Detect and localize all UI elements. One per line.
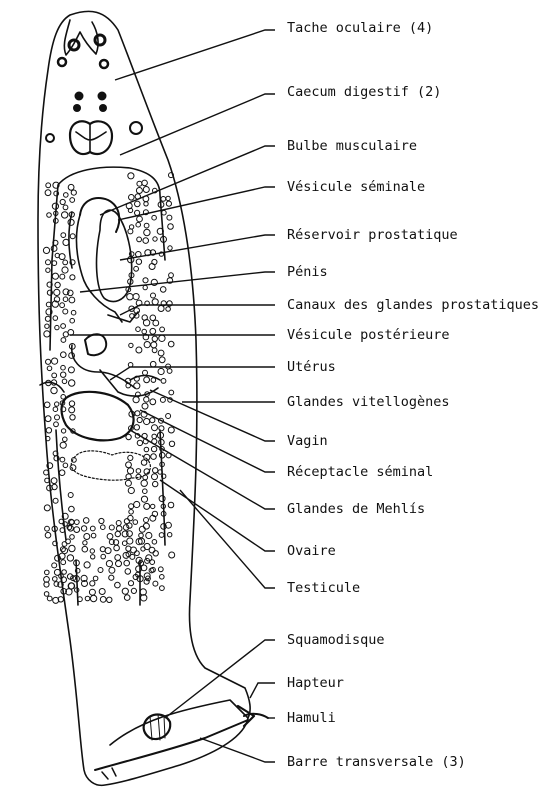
label-vesicule-seminale: Vésicule séminale [287, 179, 425, 195]
vitelline-follicles [43, 173, 174, 604]
label-ovaire: Ovaire [287, 543, 336, 559]
label-vesicule-posterieure: Vésicule postérieure [287, 327, 450, 343]
label-receptacle-seminal: Réceptacle séminal [287, 464, 433, 480]
label-hapteur: Hapteur [287, 675, 344, 691]
label-glandes-de-mehlis: Glandes de Mehlís [287, 501, 425, 517]
head-structure [64, 20, 98, 55]
label-canaux-glandes-prostatiques: Canaux des glandes prostatiques [287, 297, 539, 313]
testis [71, 451, 150, 480]
posterior-vesicle [85, 334, 106, 355]
eye-spots [73, 92, 107, 113]
label-penis: Pénis [287, 264, 328, 280]
label-squamodisque: Squamodisque [287, 632, 385, 648]
label-barre-transversale: Barre transversale (3) [287, 754, 466, 770]
muscular-bulb [70, 121, 112, 154]
label-vagin: Vagin [287, 433, 328, 449]
label-tache-oculaire: Tache oculaire (4) [287, 20, 433, 36]
label-caecum-digestif: Caecum digestif (2) [287, 84, 441, 100]
label-bulbe-musculaire: Bulbe musculaire [287, 138, 417, 154]
leader-lines [70, 30, 275, 762]
label-testicule: Testicule [287, 580, 360, 596]
label-reservoir-prostatique: Réservoir prostatique [287, 227, 458, 243]
label-glandes-vitellogenes: Glandes vitellogènes [287, 394, 450, 410]
label-hamuli: Hamuli [287, 710, 336, 726]
label-uterus: Utérus [287, 359, 336, 375]
